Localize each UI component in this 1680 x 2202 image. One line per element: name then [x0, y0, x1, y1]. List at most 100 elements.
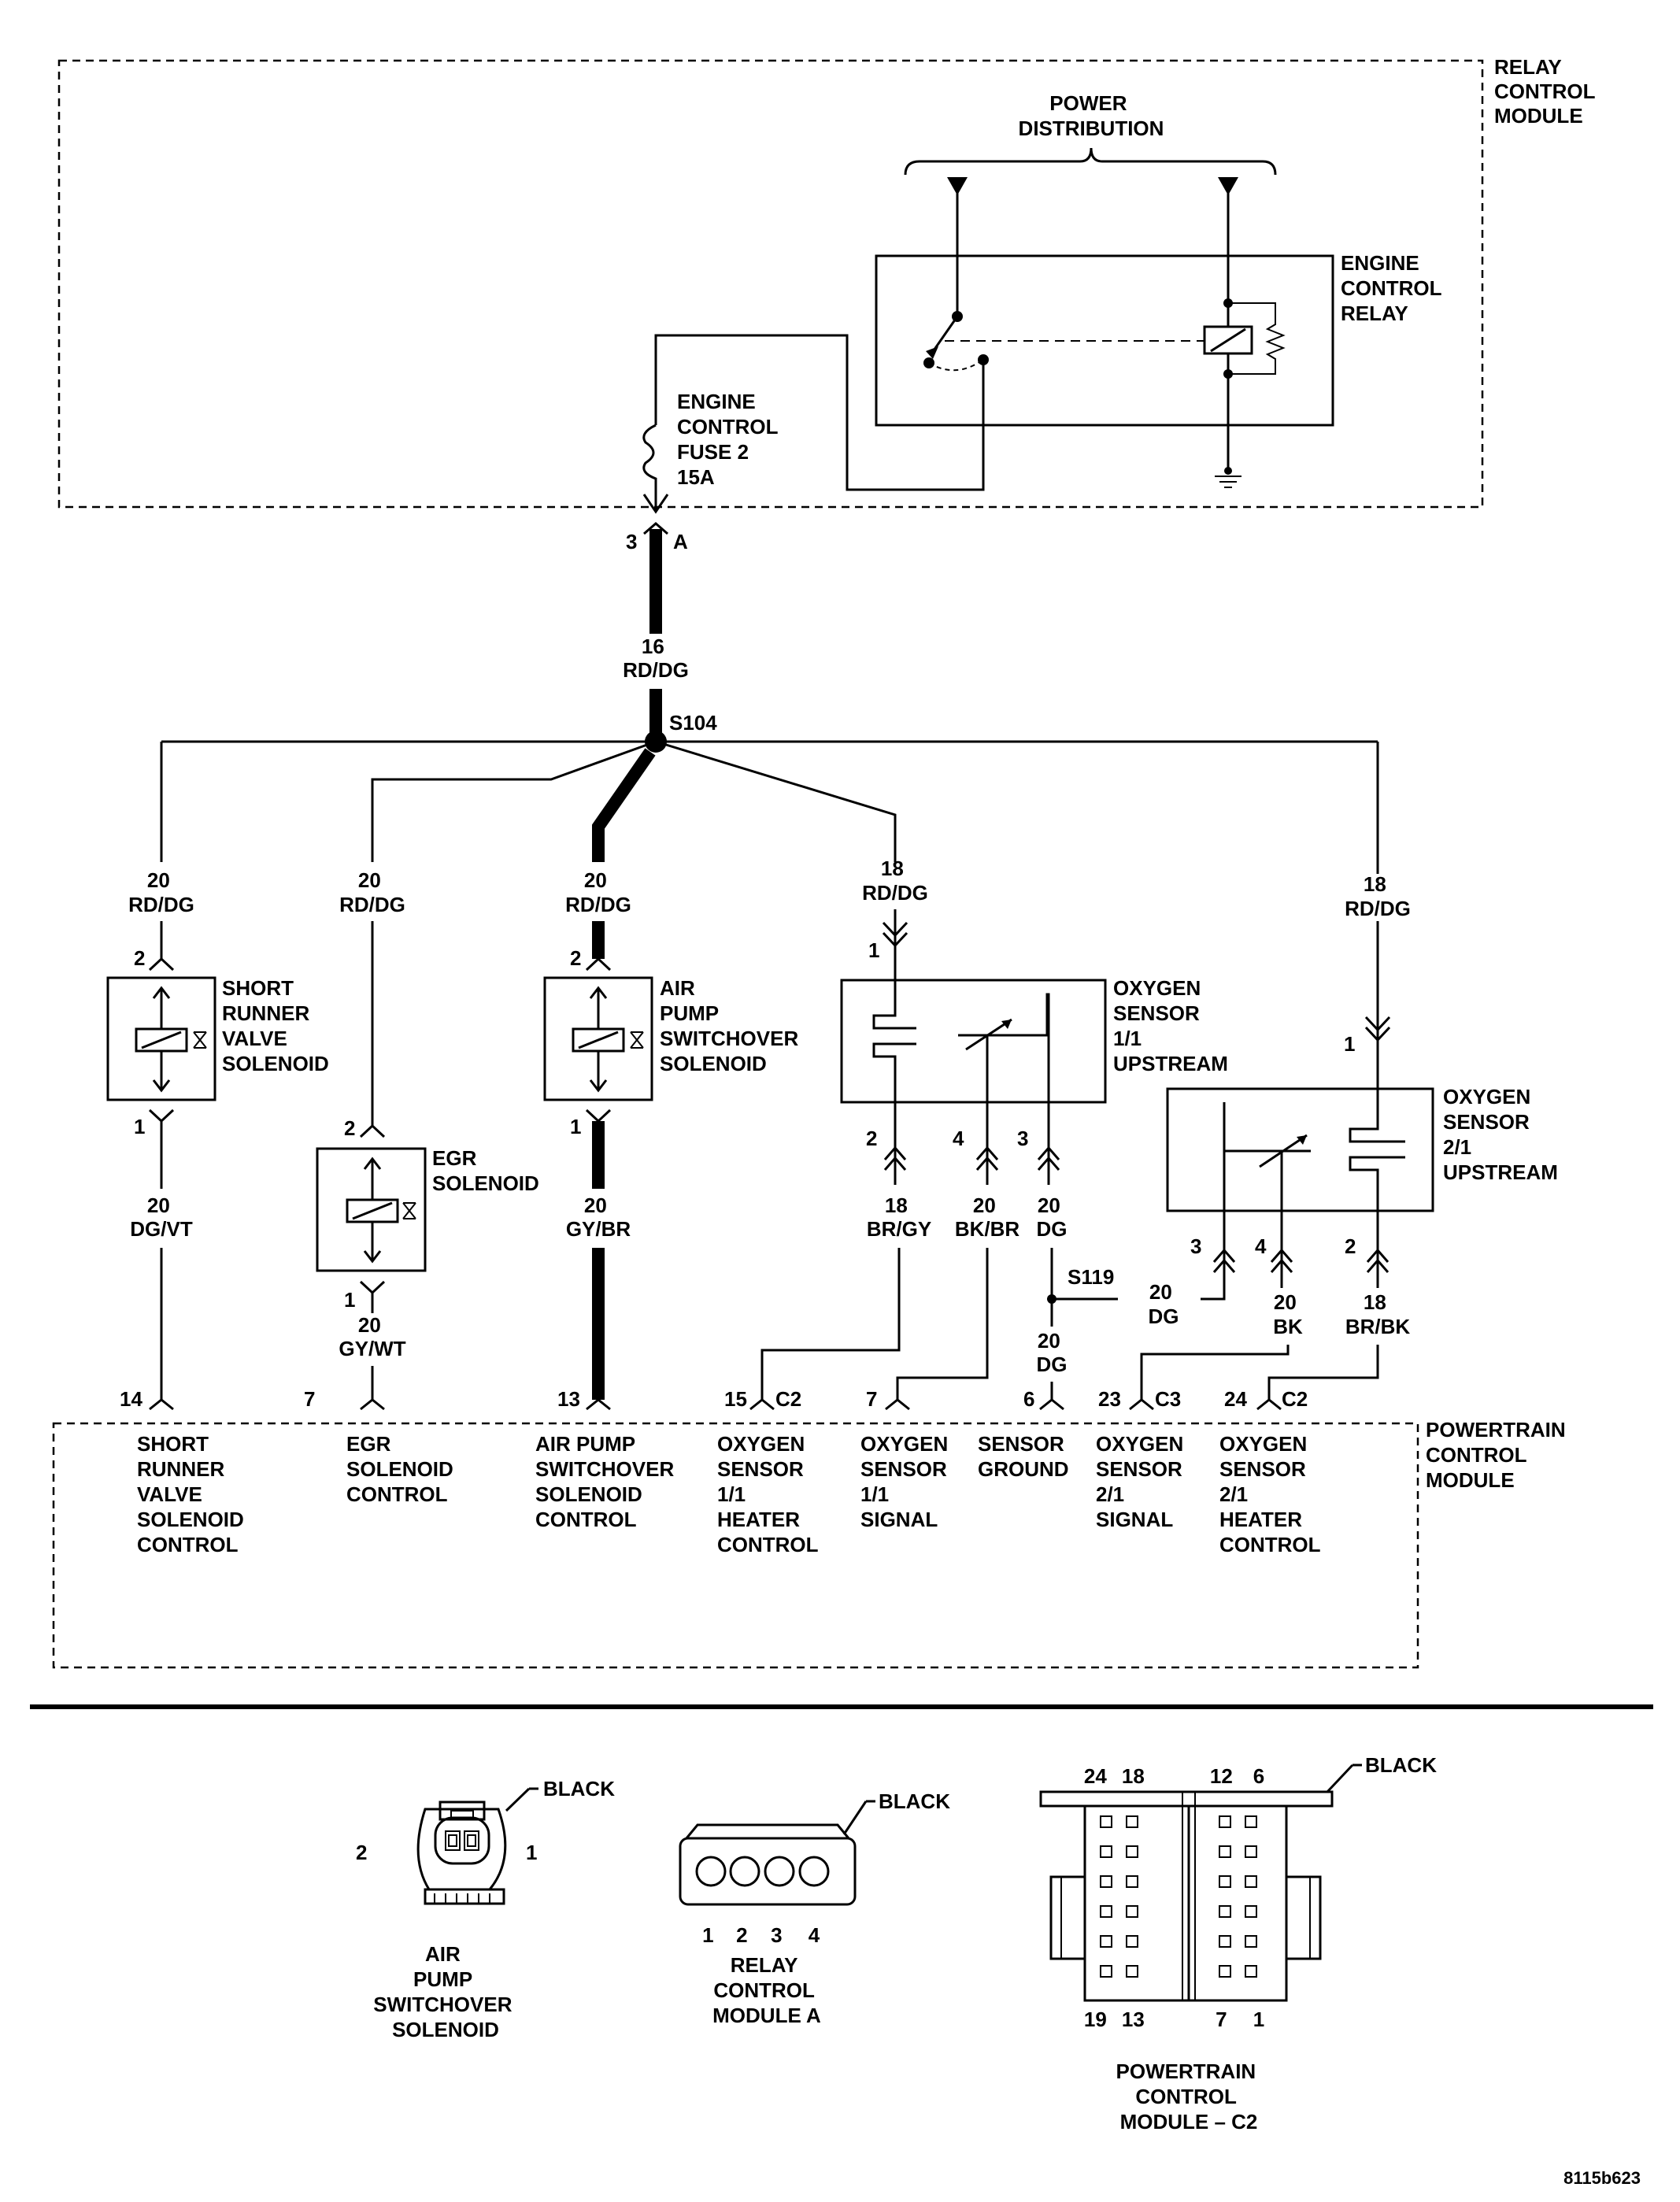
o2-11-feed-wire [655, 740, 897, 862]
o2-21-feed-label: 18 RD/DG [1345, 872, 1411, 920]
pcm-c2-cavity [1126, 1905, 1138, 1918]
pcm-pin-23-connector: C3 [1155, 1387, 1181, 1411]
o2-11-signal-wire [896, 1248, 989, 1400]
o2-21-connector-terminals [1212, 1248, 1390, 1273]
o2-21-pin-2: 2 [1345, 1234, 1356, 1258]
pcm-c2-cavity [1100, 1845, 1112, 1858]
pcm-func-short-runner: SHORT RUNNER VALVE SOLENOID CONTROL [137, 1432, 250, 1556]
air-pump-feed-wire [592, 748, 656, 862]
fuse-connector-id: A [673, 530, 688, 553]
short-runner-feed-label: 20 RD/DG [128, 868, 194, 916]
air-pump-connector-pin-left: 2 [356, 1841, 367, 1864]
o2-21-pin2-wire-label: 18 BR/BK [1345, 1290, 1411, 1338]
pcm-c2-cavity [1245, 1935, 1257, 1948]
splice-s119-label: S119 [1068, 1265, 1114, 1289]
short-runner-valve-solenoid [106, 976, 216, 1101]
pcm-c2-cavity [1219, 1965, 1231, 1978]
o2-21-pin4-wire-label: 20 BK [1273, 1290, 1303, 1338]
relay-module-a-connector-view [679, 1800, 875, 1906]
air-pump-connector-color: BLACK [543, 1777, 615, 1800]
o2-21-pin-top: 1 [1344, 1032, 1355, 1056]
pcm-c2-cavity [1100, 1935, 1112, 1948]
pcm-c2-cavity [1245, 1815, 1257, 1828]
o2-11-pin-4: 4 [953, 1127, 964, 1150]
fuse-pin-number: 3 [626, 530, 637, 553]
relay-module-a-pin-labels: 1 2 3 4 [702, 1923, 820, 1947]
pcm-func-sensor-ground: SENSOR GROUND [978, 1432, 1070, 1481]
pcm-c2-cavity [1100, 1965, 1112, 1978]
o2-21-label: OXYGEN SENSOR 2/1 UPSTREAM [1443, 1085, 1558, 1184]
short-runner-label: SHORT RUNNER VALVE SOLENOID [222, 976, 329, 1075]
pcm-pin-24: 24 [1224, 1387, 1247, 1411]
egr-pin-bottom: 1 [344, 1288, 355, 1312]
relay-module-a-connector-color: BLACK [879, 1789, 950, 1813]
o2-11-connector-terminals [883, 1145, 1060, 1171]
air-pump-out-label: 20 GY/BR [566, 1194, 631, 1241]
relay-control-module-boundary [57, 59, 1484, 509]
pcm-pin-13: 13 [557, 1387, 580, 1411]
pcm-c2-cavity [1100, 1875, 1112, 1888]
o2-11-heater-control-wire [760, 1248, 901, 1400]
air-pump-pin-top: 2 [570, 946, 581, 970]
pcm-c2-cavity [1219, 1935, 1231, 1948]
egr-feed-label: 20 RD/DG [339, 868, 405, 916]
o2-11-pin-2: 2 [866, 1127, 877, 1150]
air-pump-connector-view [416, 1787, 538, 1905]
pcm-c2-cavity [1245, 1875, 1257, 1888]
pcm-pin-14: 14 [120, 1387, 142, 1411]
air-pump-connector-name: AIR PUMP SWITCHOVER SOLENOID [373, 1942, 517, 2041]
pcm-c2-connector-color: BLACK [1365, 1753, 1437, 1777]
air-pump-connector-pin-right: 1 [526, 1841, 537, 1864]
o2-11-heater-symbol [872, 980, 916, 1102]
o2-21-ground-wire [1201, 1274, 1226, 1301]
o2-21-heater-control-wire [1267, 1345, 1379, 1400]
o2-21-pin-3: 3 [1190, 1234, 1201, 1258]
power-distribution-label: POWER DISTRIBUTION [1019, 91, 1164, 140]
pcm-c2-connector-name: POWERTRAIN CONTROL MODULE – C2 [1116, 2060, 1262, 2134]
o2-11-pin-top: 1 [868, 938, 879, 962]
pcm-func-egr: EGR SOLENOID CONTROL [346, 1432, 459, 1506]
pcm-func-o2-11-heater: OXYGEN SENSOR 1/1 HEATER CONTROL [717, 1432, 819, 1556]
pcm-func-o2-21-signal: OXYGEN SENSOR 2/1 SIGNAL [1096, 1432, 1189, 1531]
pcm-func-o2-21-heater: OXYGEN SENSOR 2/1 HEATER CONTROL [1219, 1432, 1321, 1556]
pcm-c2-cavity-grid [1100, 1815, 1257, 1978]
relay-coil [1203, 298, 1286, 488]
pcm-pin-24-connector: C2 [1282, 1387, 1308, 1411]
pcm-c2-cavity [1100, 1815, 1112, 1828]
engine-control-relay-label: ENGINE CONTROL RELAY [1341, 251, 1447, 325]
figure-reference: 8115b623 [1563, 2168, 1641, 2188]
air-pump-pin-bottom: 1 [570, 1115, 581, 1138]
pcm-func-o2-11-signal: OXYGEN SENSOR 1/1 SIGNAL [860, 1432, 953, 1531]
pcm-c2-cavity [1126, 1845, 1138, 1858]
pcm-c2-cavity [1126, 1935, 1138, 1948]
short-runner-pin-top: 2 [134, 946, 145, 970]
pcm-c2-cavity [1245, 1905, 1257, 1918]
power-feed-arrow-left [947, 177, 968, 195]
oxygen-sensor-1-1 [840, 979, 1107, 1104]
egr-pin-top: 2 [344, 1116, 355, 1140]
o2-11-pin-3: 3 [1017, 1127, 1028, 1150]
o2-21-signal-wire [1140, 1345, 1290, 1400]
pcm-pin-15: 15 [724, 1387, 747, 1411]
relay-output-wire [654, 334, 985, 491]
air-pump-feed-label: 20 RD/DG [565, 868, 631, 916]
short-runner-out-label: 20 DG/VT [130, 1194, 193, 1241]
pcm-c2-cavity [1219, 1905, 1231, 1918]
pcm-c2-cavity [1219, 1845, 1231, 1858]
pcm-pin-7-o2: 7 [866, 1387, 877, 1411]
egr-out-label: 20 GY/WT [339, 1313, 405, 1360]
o2-21-pin-4: 4 [1255, 1234, 1267, 1258]
egr-solenoid [316, 1147, 427, 1272]
air-pump-solenoid-symbol [572, 986, 644, 1093]
s119-out-label: 20 DG [1037, 1329, 1068, 1376]
pcm-c2-cavity [1126, 1965, 1138, 1978]
relay-module-a-connector-name: RELAY CONTROL MODULE A [712, 1953, 821, 2027]
pcm-c2-cavity [1245, 1845, 1257, 1858]
short-runner-solenoid-symbol [135, 986, 207, 1093]
pcm-pin-terminals [149, 1398, 1282, 1411]
pcm-func-air-pump: AIR PUMP SWITCHOVER SOLENOID CONTROL [535, 1432, 679, 1531]
o2-11-label: OXYGEN SENSOR 1/1 UPSTREAM [1113, 976, 1228, 1075]
relay-control-module-label: RELAY CONTROL MODULE [1494, 55, 1600, 128]
pcm-c2-cavity [1100, 1905, 1112, 1918]
